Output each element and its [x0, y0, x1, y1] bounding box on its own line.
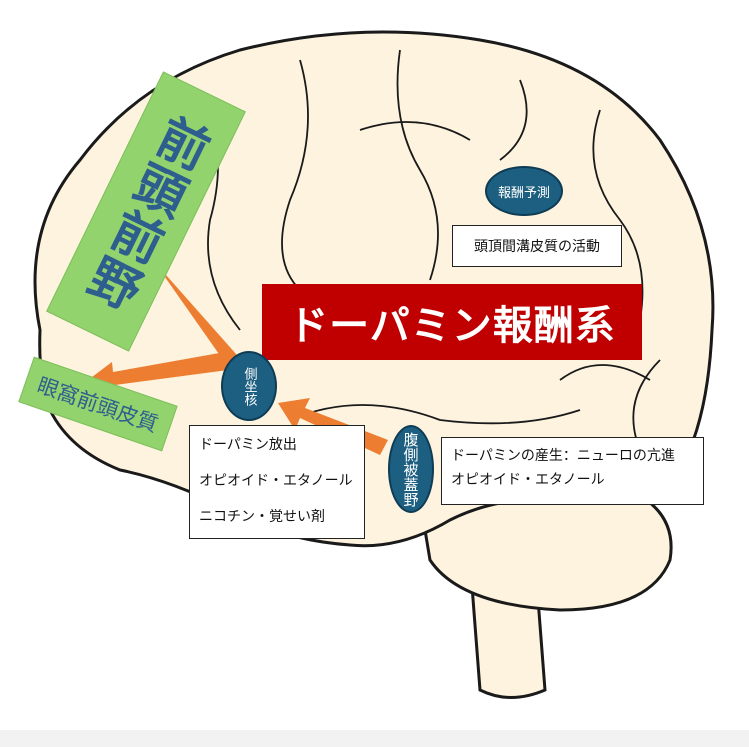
vta-line: オピオイド・エタノール [451, 472, 605, 488]
vta-ellipse: 腹側被蓋野 [388, 425, 434, 513]
bottom-bar [0, 730, 749, 747]
accumbens-line: ニコチン・覚せい剤 [199, 509, 325, 525]
vta-box: ドーパミンの産生：ニューロの亢進 オピオイド・エタノール [441, 437, 704, 505]
reward-prediction-text: 報酬予測 [497, 185, 550, 201]
vta-text: 腹側被蓋野 [401, 431, 420, 507]
accumbens-line: オピオイド・エタノール [199, 473, 353, 489]
arrow-to-orbitofrontal [88, 352, 228, 398]
accumbens-line: ドーパミン放出 [199, 437, 297, 453]
nucleus-accumbens-ellipse: 側坐核 [221, 351, 277, 421]
arrow-to-prefrontal [135, 250, 252, 384]
parietal-text: 頭頂間溝皮質の活動 [474, 239, 600, 255]
nucleus-accumbens-text: 側坐核 [241, 366, 257, 406]
accumbens-box: ドーパミン放出 オピオイド・エタノール ニコチン・覚せい剤 [189, 425, 365, 539]
reward-prediction-ellipse: 報酬予測 [485, 166, 563, 216]
title-banner: ドーパミン報酬系 [262, 284, 642, 360]
parietal-box: 頭頂間溝皮質の活動 [452, 225, 622, 267]
vta-line: ドーパミンの産生：ニューロの亢進 [451, 448, 675, 464]
